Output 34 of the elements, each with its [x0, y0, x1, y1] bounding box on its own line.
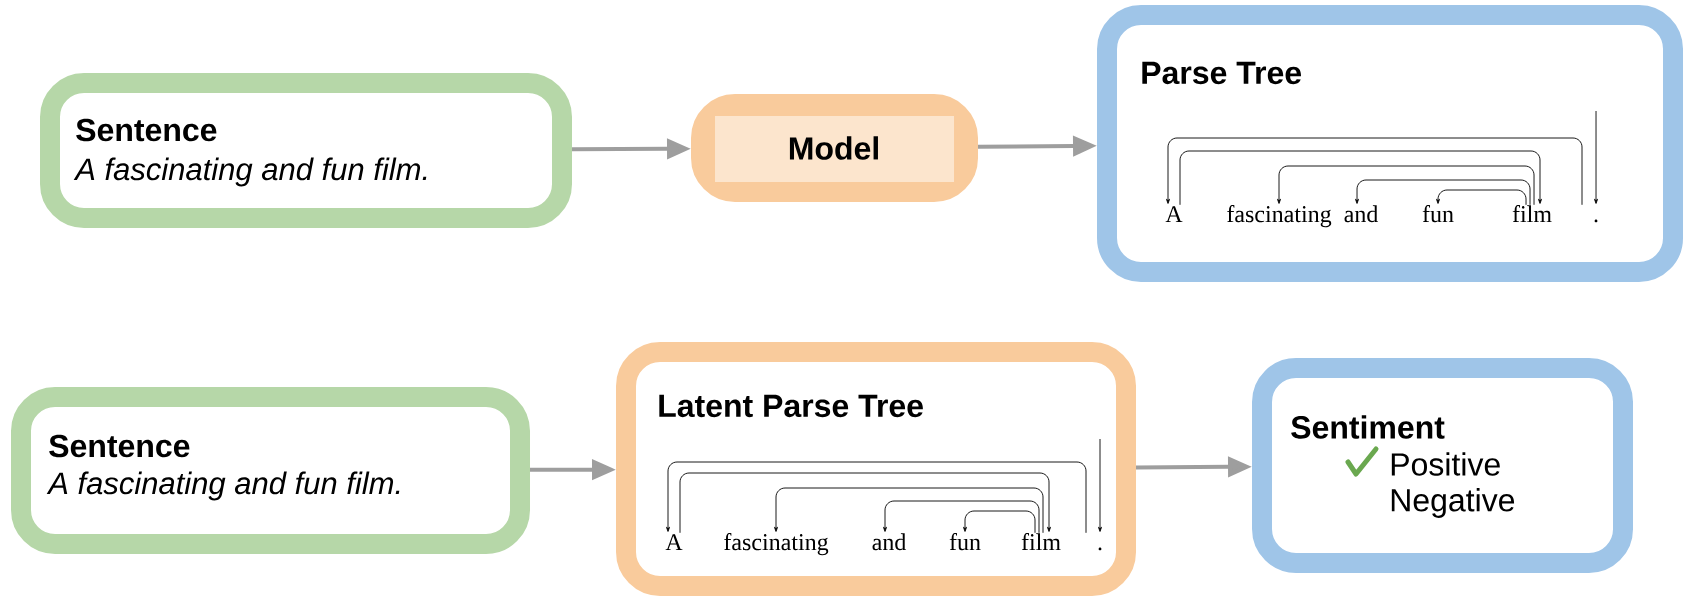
arc-arrow: [1098, 438, 1102, 532]
option-label: Positive: [1391, 452, 1500, 476]
word: .: [1098, 547, 1102, 551]
option-label: Negative: [1391, 488, 1515, 518]
arc-arrow: [1179, 150, 1542, 206]
word: and: [872, 533, 907, 551]
word: fun: [1422, 205, 1454, 223]
box-label: Model: [789, 136, 878, 160]
word: fascinating: [724, 533, 829, 556]
arc-arrow: [774, 487, 1044, 534]
arc-arrow: [1436, 189, 1527, 206]
sentence-text: A fascinating and fun film.: [46, 471, 400, 501]
word: and: [1344, 205, 1379, 223]
arc-arrow: [963, 510, 1036, 534]
arc-arrow: [883, 500, 1040, 534]
word: fascinating: [1227, 205, 1332, 228]
heading: Sentiment: [1291, 415, 1445, 439]
heading: Latent Parse Tree: [659, 394, 923, 418]
heading: Parse Tree: [1142, 61, 1301, 85]
arc-arrow: [1277, 165, 1535, 206]
arc-arrow: [679, 472, 1051, 534]
word: A: [1165, 206, 1183, 222]
arc-arrow: [1594, 110, 1598, 204]
word: film: [1512, 205, 1552, 222]
word: fun: [949, 533, 981, 551]
arc-arrow: [666, 461, 1087, 534]
word: film: [1021, 533, 1061, 550]
heading: Sentence: [49, 434, 190, 458]
word: A: [665, 534, 683, 550]
arc-arrow: [1166, 137, 1583, 206]
word: .: [1594, 219, 1598, 223]
sentence-text: A fascinating and fun film.: [73, 157, 427, 187]
heading: Sentence: [76, 118, 217, 142]
arc-arrow: [1355, 179, 1531, 206]
